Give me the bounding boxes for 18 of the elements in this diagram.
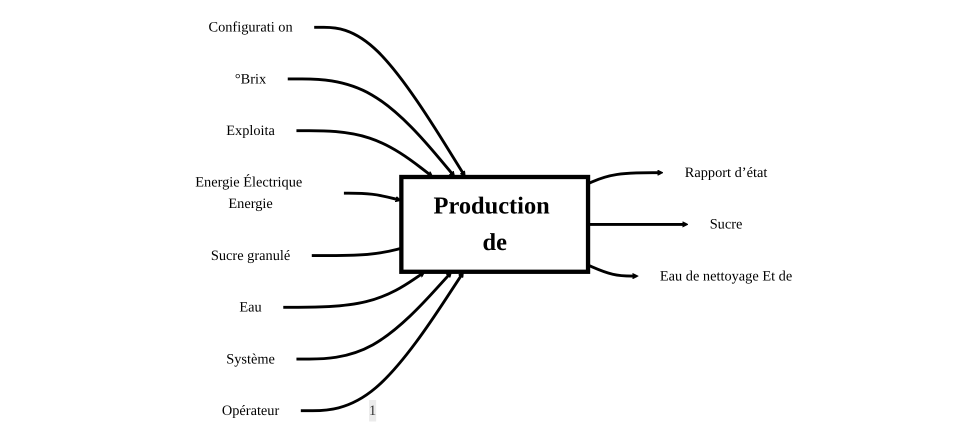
node-text: Système bbox=[226, 351, 275, 367]
node-text: Rapport d’état bbox=[684, 164, 768, 181]
arrow bbox=[300, 272, 464, 412]
node-text: Configurati on bbox=[208, 19, 293, 36]
node-text: Eau bbox=[239, 299, 262, 316]
arrow bbox=[344, 192, 402, 202]
node-text: °Brix bbox=[234, 71, 266, 87]
edge-label: 1 bbox=[369, 402, 376, 419]
node-text: Sucre granulé bbox=[210, 248, 290, 264]
node-text: Sucre bbox=[710, 216, 742, 232]
node-text: Eau de nettoyage Et de bbox=[660, 268, 792, 284]
node-text: Opérateur bbox=[222, 402, 280, 419]
node-box: Production de bbox=[399, 174, 590, 274]
node-text: Energie Électrique Energie bbox=[195, 174, 302, 212]
node-text: Exploita bbox=[226, 122, 275, 139]
arrow bbox=[296, 272, 452, 360]
arrow bbox=[588, 221, 688, 228]
arrow bbox=[283, 272, 426, 309]
